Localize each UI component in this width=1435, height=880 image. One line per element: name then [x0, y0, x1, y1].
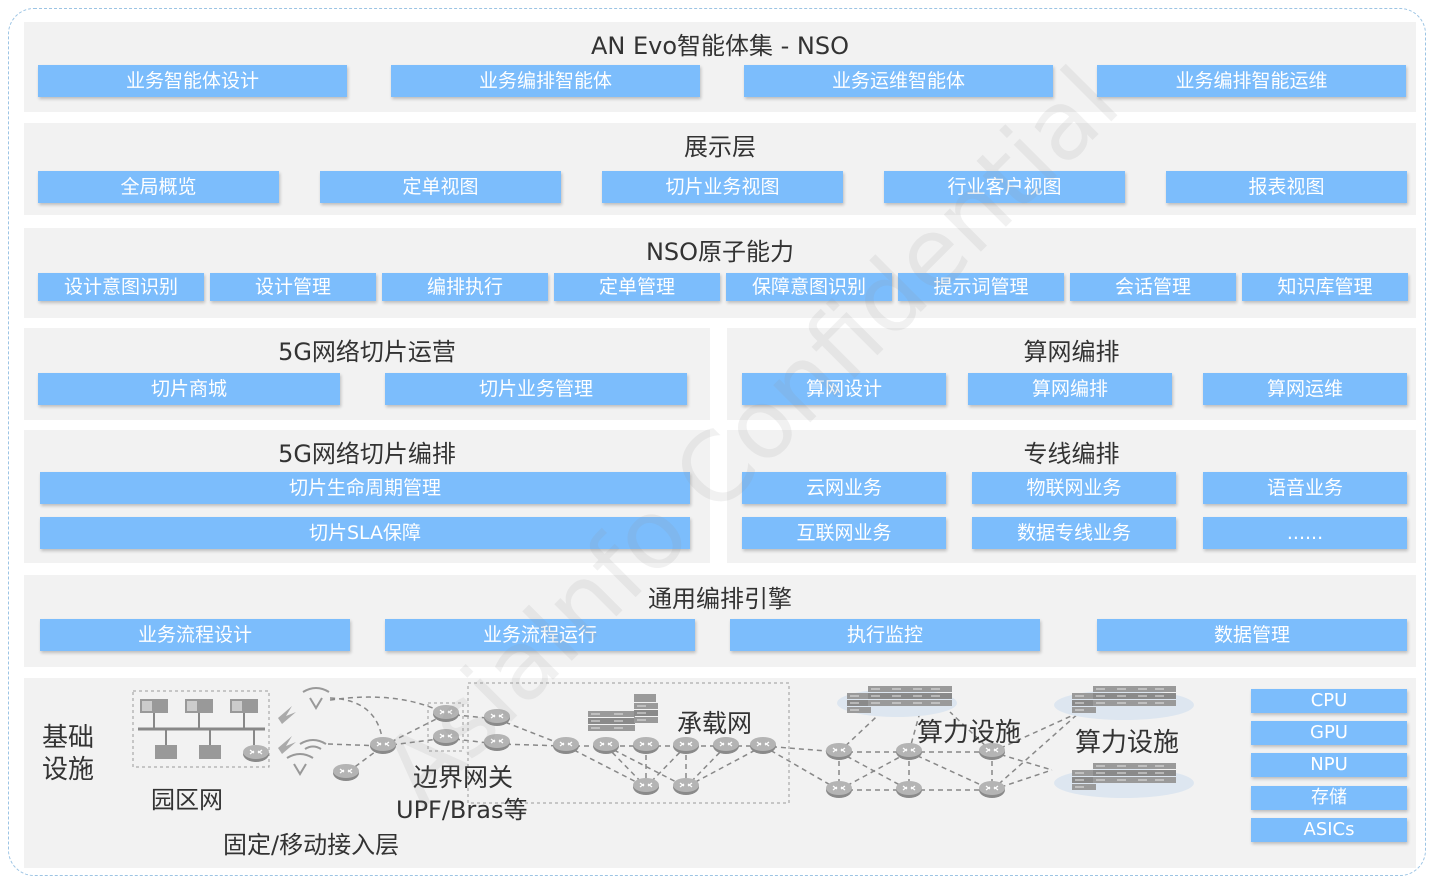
presentation-title: 展示层 — [684, 133, 756, 161]
iot-service-button[interactable]: 物联网业务 — [972, 472, 1176, 504]
order-management-button[interactable]: 定单管理 — [554, 273, 720, 301]
more-services-button[interactable]: ...... — [1203, 517, 1407, 549]
compute-facility-label: 算力设施 — [917, 718, 1022, 748]
engine-title: 通用编排引擎 — [648, 585, 792, 613]
antenna-icon — [286, 687, 330, 776]
slice-service-mgmt-button[interactable]: 切片业务管理 — [385, 373, 687, 405]
assurance-intent-button[interactable]: 保障意图识别 — [726, 273, 892, 301]
agent-set-title: AN Evo智能体集 - NSO — [590, 32, 850, 60]
data-management-button[interactable]: 数据管理 — [1097, 619, 1407, 651]
campus-network-label: 园区网 — [151, 786, 223, 814]
prompt-management-button[interactable]: 提示词管理 — [898, 273, 1064, 301]
cloud-network-service-button[interactable]: 云网业务 — [742, 472, 946, 504]
knowledge-base-button[interactable]: 知识库管理 — [1242, 273, 1408, 301]
slice-mall-button[interactable]: 切片商城 — [38, 373, 340, 405]
orchestration-agent-button[interactable]: 业务编排智能体 — [391, 65, 700, 97]
access-layer-label: 固定/移动接入层 — [223, 831, 400, 859]
bearer-network-box — [467, 682, 790, 804]
campus-terminal-icon — [140, 699, 258, 713]
industry-customer-view-button[interactable]: 行业客户视图 — [884, 171, 1125, 203]
data-line-service-button[interactable]: 数据专线业务 — [972, 517, 1176, 549]
session-management-button[interactable]: 会话管理 — [1070, 273, 1236, 301]
lightning-icon — [278, 706, 296, 724]
design-intent-button[interactable]: 设计意图识别 — [38, 273, 204, 301]
orchestration-exec-button[interactable]: 编排执行 — [382, 273, 548, 301]
global-overview-button[interactable]: 全局概览 — [38, 171, 279, 203]
edge-gateway-label: 边界网关 — [413, 763, 514, 792]
process-run-button[interactable]: 业务流程运行 — [385, 619, 695, 651]
ops-agent-button[interactable]: 业务运维智能体 — [744, 65, 1053, 97]
compute-ops-button[interactable]: 算网运维 — [1203, 373, 1407, 405]
asics-chip[interactable]: ASICs — [1251, 818, 1407, 842]
storage-chip[interactable]: 存储 — [1251, 786, 1407, 810]
bearer-network-label: 承载网 — [677, 709, 753, 738]
infrastructure-label: 基础设施 — [42, 723, 95, 785]
slice-ops-title: 5G网络切片运营 — [278, 338, 456, 366]
line-orch-title: 专线编排 — [1023, 440, 1120, 468]
process-design-button[interactable]: 业务流程设计 — [40, 619, 350, 651]
slice-orch-title: 5G网络切片编排 — [278, 440, 456, 468]
exec-monitor-button[interactable]: 执行监控 — [730, 619, 1040, 651]
lightning-icon — [278, 736, 296, 754]
compute-orch-title: 算网编排 — [1023, 338, 1120, 366]
internet-service-button[interactable]: 互联网业务 — [742, 517, 946, 549]
wifi-icon — [299, 739, 327, 750]
npu-chip[interactable]: NPU — [1251, 753, 1407, 777]
slice-service-view-button[interactable]: 切片业务视图 — [602, 171, 843, 203]
orchestration-ops-button[interactable]: 业务编排智能运维 — [1097, 65, 1406, 97]
server-rack-icon — [587, 694, 659, 732]
gpu-chip[interactable]: GPU — [1251, 721, 1407, 745]
compute-facility-label: 算力设施 — [1075, 728, 1180, 758]
report-view-button[interactable]: 报表视图 — [1166, 171, 1407, 203]
campus-box — [132, 690, 270, 768]
agent-design-button[interactable]: 业务智能体设计 — [38, 65, 347, 97]
upf-bras-label: UPF/Bras等 — [396, 796, 528, 824]
slice-sla-button[interactable]: 切片SLA保障 — [40, 517, 690, 549]
order-view-button[interactable]: 定单视图 — [320, 171, 561, 203]
compute-orchestration-button[interactable]: 算网编排 — [968, 373, 1172, 405]
design-management-button[interactable]: 设计管理 — [210, 273, 376, 301]
voice-service-button[interactable]: 语音业务 — [1203, 472, 1407, 504]
outer-frame — [8, 8, 1426, 876]
atomic-capability-title: NSO原子能力 — [645, 238, 795, 266]
compute-design-button[interactable]: 算网设计 — [742, 373, 946, 405]
slice-lifecycle-button[interactable]: 切片生命周期管理 — [40, 472, 690, 504]
cpu-chip[interactable]: CPU — [1251, 689, 1407, 713]
